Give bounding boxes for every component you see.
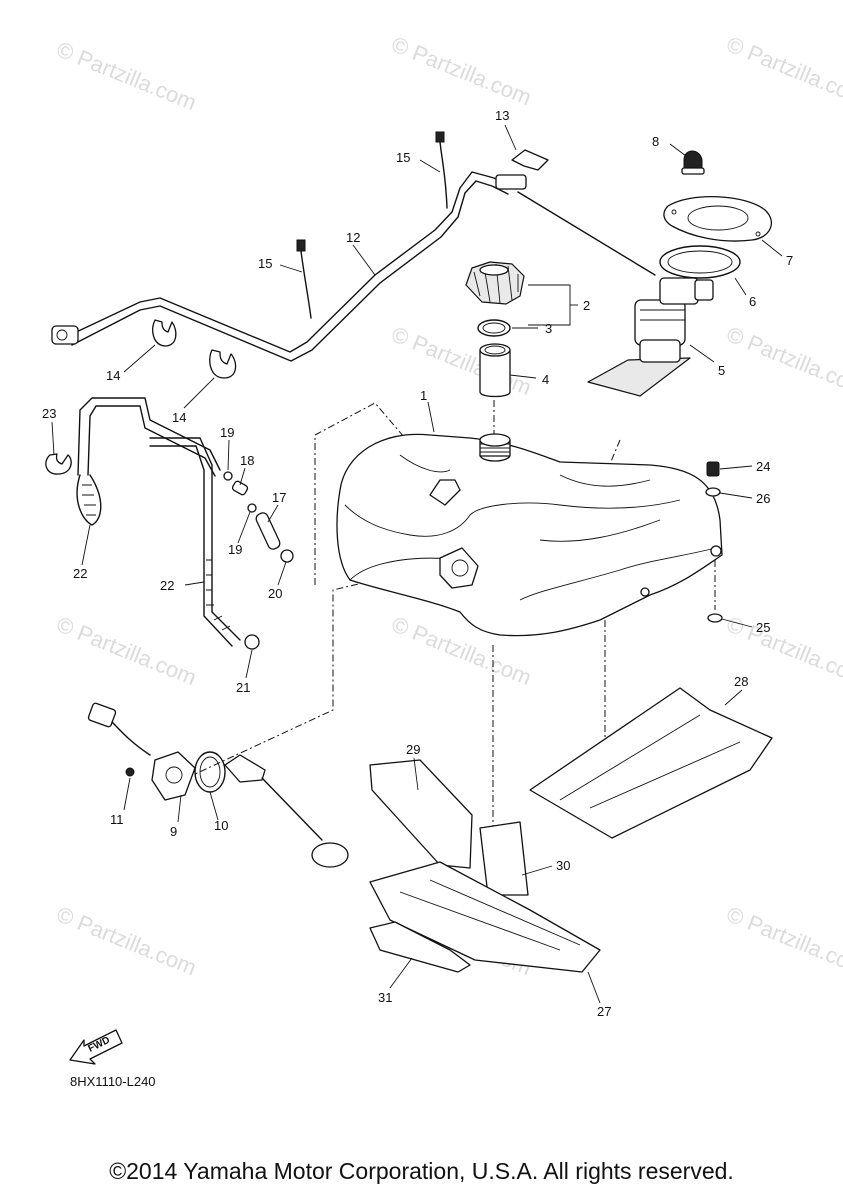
callout-8: 8 [652, 134, 659, 149]
callout-17: 17 [272, 490, 286, 505]
copyright-notice: ©2014 Yamaha Motor Corporation, U.S.A. A… [109, 1158, 734, 1184]
float-arm [224, 754, 349, 868]
watermark: © Partzilla.com [723, 31, 843, 110]
breather-hose-22 [76, 397, 241, 647]
watermark: © Partzilla.com [388, 321, 535, 400]
filler-sleeve [479, 343, 511, 398]
hose-clamp-14-b [209, 349, 237, 379]
callout-18: 18 [240, 453, 254, 468]
callout-31: 31 [378, 990, 392, 1005]
watermark: © Partzilla.com [723, 901, 843, 980]
watermark: © Partzilla.com [723, 321, 843, 400]
callout-30: 30 [556, 858, 570, 873]
sender-oring [194, 751, 226, 793]
fuel-cap [465, 261, 525, 305]
callout-19-a: 19 [220, 425, 234, 440]
hose-end-fitting [51, 325, 79, 345]
fwd-arrow-icon: FWD [69, 1029, 123, 1065]
callout-12: 12 [346, 230, 360, 245]
callout-7: 7 [786, 253, 793, 268]
leader-lines [51, 124, 783, 1004]
callout-13: 13 [495, 108, 509, 123]
clip-23 [45, 453, 72, 475]
callout-3: 3 [545, 321, 552, 336]
cable-tie-15-upper [435, 131, 448, 209]
watermark: © Partzilla.com [53, 901, 200, 980]
callout-9: 9 [170, 824, 177, 839]
callout-14-b: 14 [172, 410, 186, 425]
callout-22-a: 22 [73, 566, 87, 581]
callout-10: 10 [214, 818, 228, 833]
callout-labels: 1 2 3 4 5 6 7 8 9 10 11 12 13 14 14 15 1… [42, 108, 793, 1019]
retaining-plate [663, 195, 772, 242]
callout-6: 6 [749, 294, 756, 309]
heat-shield-30 [479, 821, 529, 896]
watermark: © Partzilla.com [53, 611, 200, 690]
callout-26: 26 [756, 491, 770, 506]
pump-gasket [659, 245, 741, 279]
callout-11: 11 [110, 812, 124, 827]
callout-25: 25 [756, 620, 770, 635]
washer-26 [705, 487, 721, 497]
joint-parts [223, 471, 294, 563]
callout-21: 21 [236, 680, 250, 695]
callout-28: 28 [734, 674, 748, 689]
callout-20: 20 [268, 586, 282, 601]
callout-29: 29 [406, 742, 420, 757]
callout-15-b: 15 [258, 256, 272, 271]
callout-27: 27 [597, 1004, 611, 1019]
callout-15-a: 15 [396, 150, 410, 165]
fuel-sender-unit [87, 702, 196, 801]
heat-shield-29 [369, 759, 473, 869]
fuel-pump [587, 277, 714, 397]
fuel-hose [51, 171, 656, 362]
heat-shield-28 [529, 687, 773, 839]
diagram-code: 8HX1110-L240 [70, 1074, 156, 1089]
watermark: © Partzilla.com [53, 36, 200, 115]
callout-23: 23 [42, 406, 56, 421]
washer-25 [707, 613, 723, 623]
callout-19-b: 19 [228, 542, 242, 557]
heat-shield-31 [369, 921, 471, 973]
callout-22-b: 22 [160, 578, 174, 593]
cable-tie-15-lower [296, 239, 312, 319]
hose-clip-21 [244, 634, 260, 650]
rubber-cap [681, 150, 705, 175]
fuel-tank [336, 433, 723, 637]
callout-1: 1 [420, 388, 427, 403]
cap-gasket [477, 319, 511, 337]
callout-5: 5 [718, 363, 725, 378]
watermark: © Partzilla.com [388, 31, 535, 110]
callout-2: 2 [583, 298, 590, 313]
hose-clamp-14-a [152, 319, 177, 347]
callout-4: 4 [542, 372, 549, 387]
hose-clip-13 [495, 149, 549, 190]
callout-24: 24 [756, 459, 770, 474]
bolt-24 [706, 461, 720, 477]
callout-14-a: 14 [106, 368, 120, 383]
